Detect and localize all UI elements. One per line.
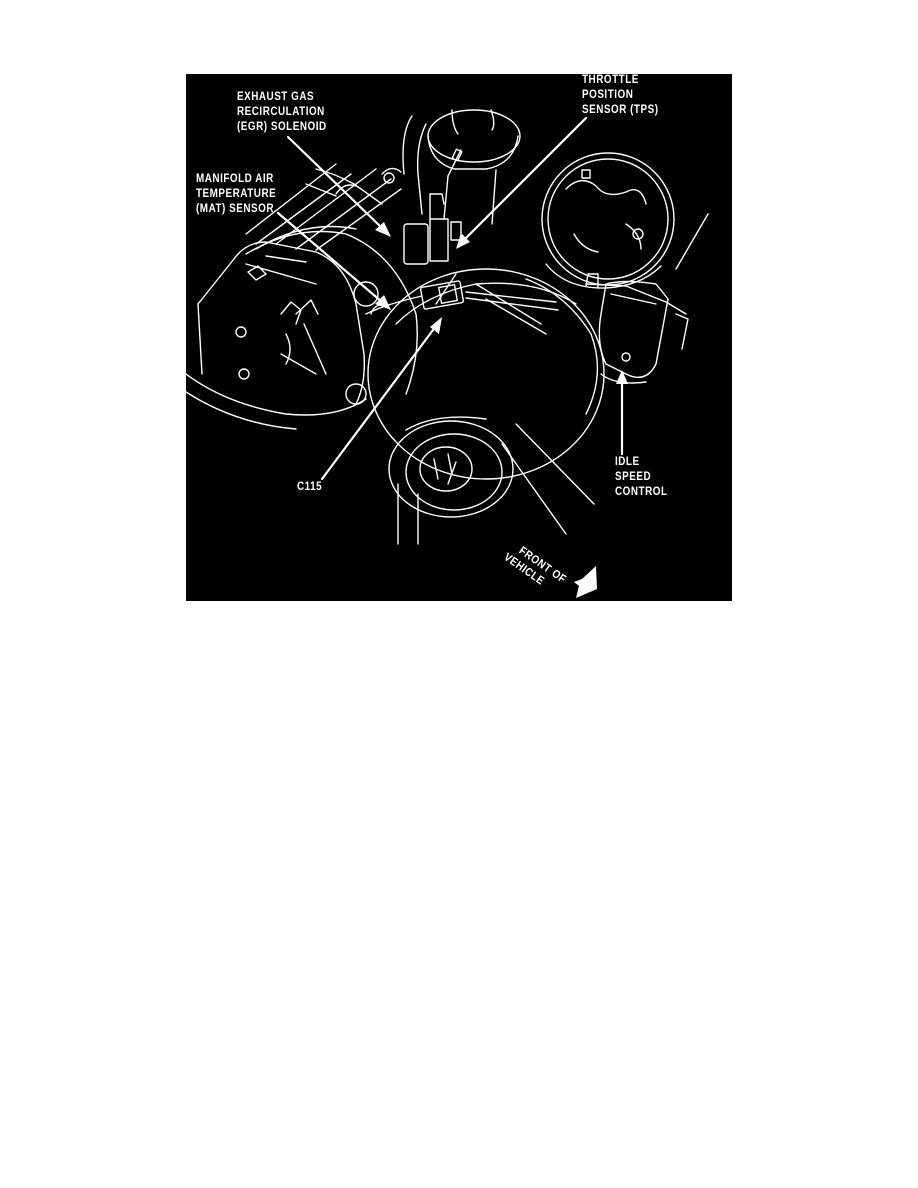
egr-leader [286,135,384,230]
c115-leader [320,324,438,481]
mat-leader [276,211,384,304]
egr-solenoid-label: EXHAUST GAS RECIRCULATION (EGR) SOLENOID [237,91,327,133]
egr-solenoid-drawing [403,193,462,305]
manifold-air-temperature-sensor-label: MANIFOLD AIR TEMPERATURE (MAT) SENSOR [196,173,277,215]
distributor-cap-drawing [541,152,675,289]
throttle-position-sensor-label: THROTTLE POSITION SENSOR (TPS) [582,74,659,116]
front-of-vehicle-arrow-icon [574,566,597,598]
c115-connector-drawing [365,280,559,315]
tps-leader [462,116,588,242]
engine-component-diagram: EXHAUST GAS RECIRCULATION (EGR) SOLENOID… [186,74,732,601]
idle-speed-control-drawing [585,213,709,384]
intake-manifold-drawing [245,163,402,251]
arrow-heads [375,222,628,384]
air-cleaner-drawing [402,109,521,225]
leader-arrows [276,116,624,481]
c115-connector-label: C115 [297,481,323,493]
crank-pulley-drawing [388,416,595,545]
idle-speed-control-label: IDLE SPEED CONTROL [615,456,668,498]
engine-line-art [186,109,709,598]
